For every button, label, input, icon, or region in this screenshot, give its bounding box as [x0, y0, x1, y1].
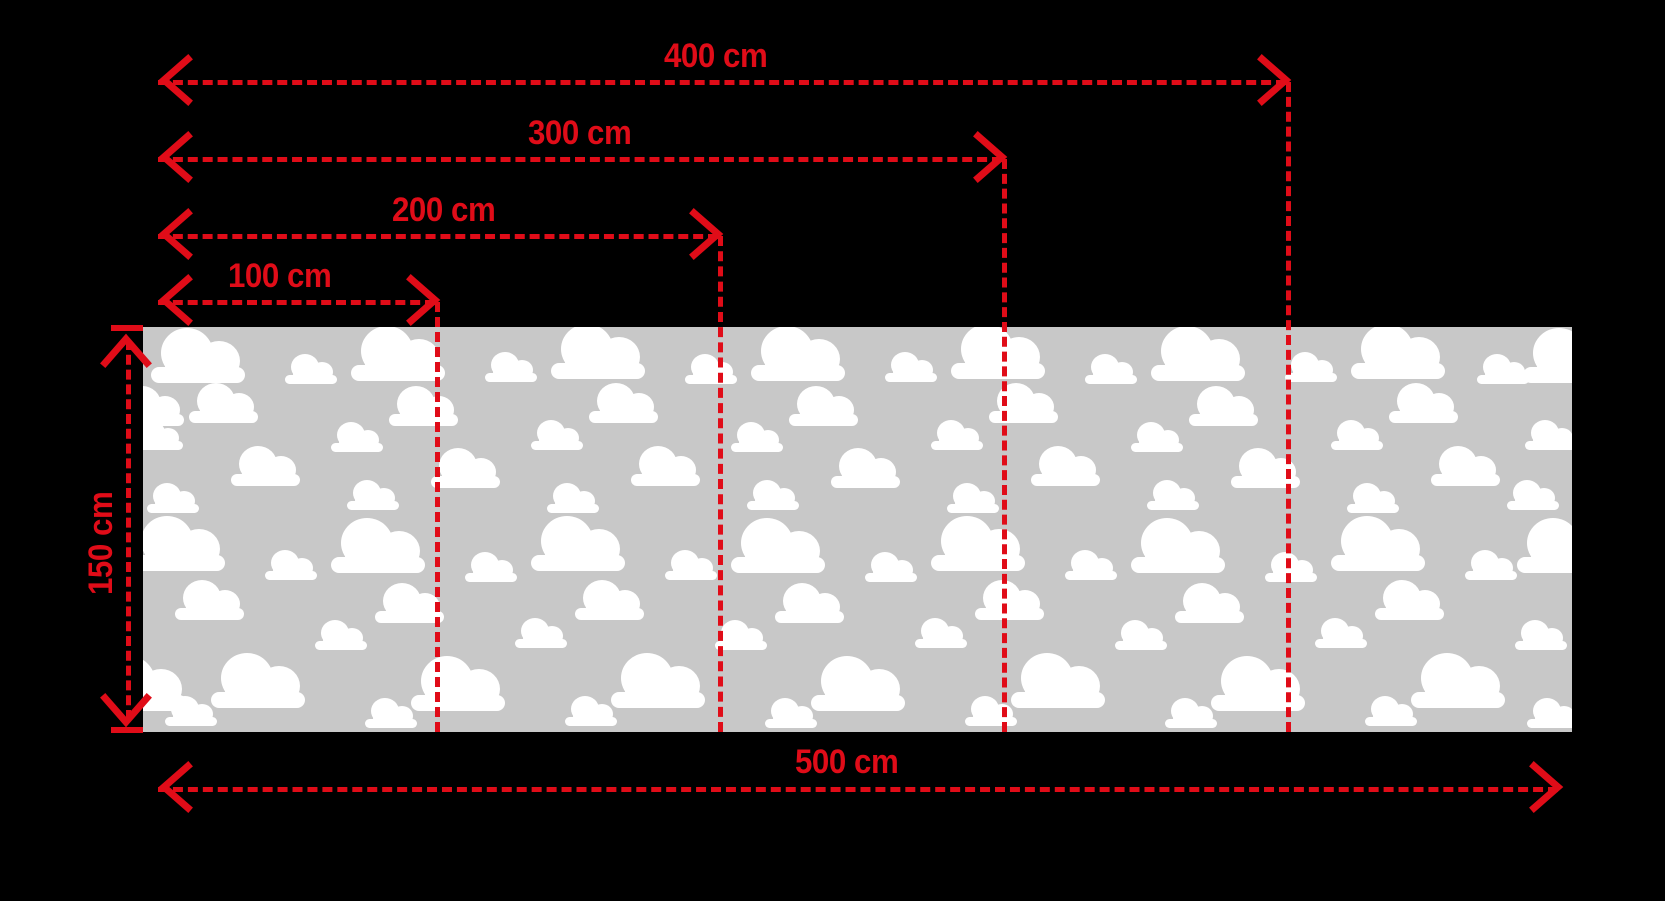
dimension-line-150 [126, 340, 131, 720]
tick-bottom-150 [111, 727, 143, 733]
dimension-label-150: 150 cm [82, 491, 120, 595]
dimension-line-100 [158, 300, 435, 305]
dimension-label-300: 300 cm [528, 114, 632, 152]
dimension-label-400: 400 cm [664, 37, 768, 75]
dimension-line-500 [158, 787, 1558, 792]
dimension-line-400 [158, 80, 1286, 85]
tick-top-150 [111, 325, 143, 331]
dimension-line-200 [158, 234, 718, 239]
dimension-label-100: 100 cm [228, 257, 332, 295]
drop-line-200 [718, 236, 723, 732]
cloud-pattern [143, 327, 1572, 728]
dimension-label-200: 200 cm [392, 191, 496, 229]
drop-line-400 [1286, 82, 1291, 732]
dimension-label-500: 500 cm [795, 743, 899, 781]
dimension-line-300 [158, 157, 1002, 162]
cloud-pattern-wallpaper-panel [143, 327, 1572, 732]
drop-line-300 [1002, 159, 1007, 732]
drop-line-100 [435, 302, 440, 732]
